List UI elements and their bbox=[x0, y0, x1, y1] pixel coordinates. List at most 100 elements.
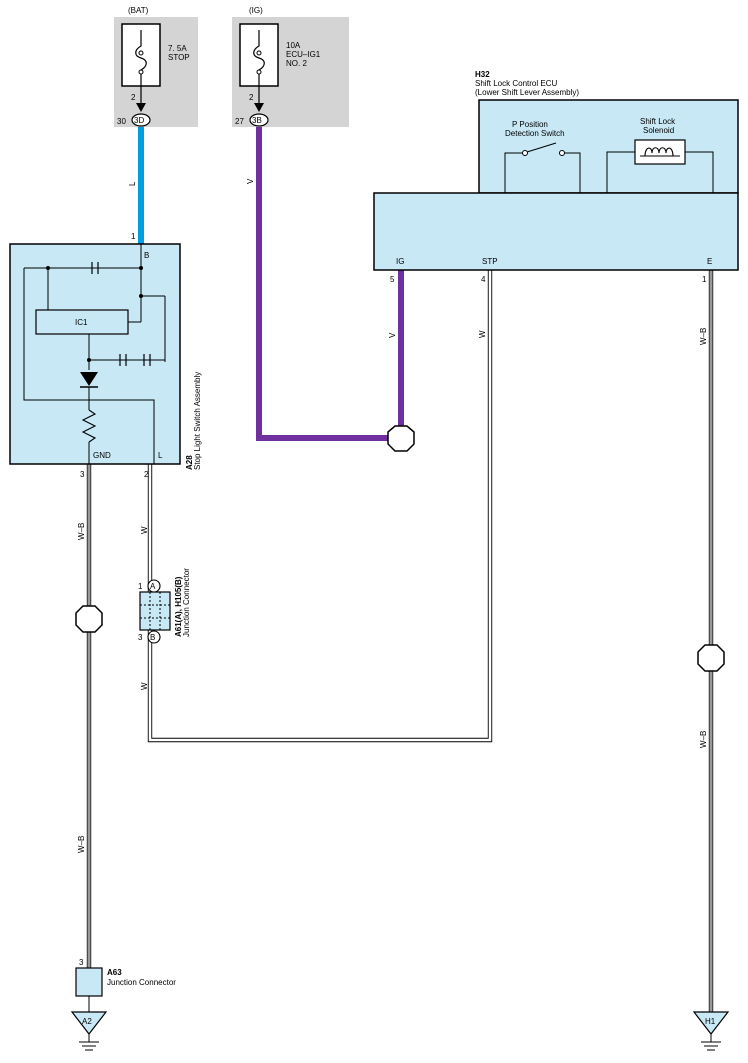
ecu-body bbox=[373, 192, 739, 271]
ground-icon bbox=[692, 1011, 730, 1035]
ecu-terminal-ig: IG bbox=[396, 257, 404, 266]
wire-violet-v: V V bbox=[246, 127, 415, 452]
switch-label-1: P Position bbox=[512, 120, 548, 129]
ecu-name: Shift Lock Control ECU bbox=[475, 79, 557, 88]
bat-conn-id: 3D bbox=[134, 116, 144, 125]
ig-conn-pin: 27 bbox=[235, 117, 244, 126]
junction-block bbox=[139, 591, 171, 631]
bat-fuse-name: STOP bbox=[168, 53, 190, 62]
solenoid-label-1: Shift Lock bbox=[640, 117, 676, 126]
fuse-icon bbox=[253, 30, 265, 86]
splice-point-icon bbox=[387, 425, 415, 452]
ecu-id: H32 bbox=[475, 70, 490, 79]
wire-white-w: W W W bbox=[140, 270, 493, 743]
bat-conn-pin: 30 bbox=[117, 117, 126, 126]
switch-assembly-body bbox=[9, 243, 181, 465]
connector-3d-icon bbox=[131, 113, 151, 127]
fuse-icon bbox=[135, 30, 147, 86]
a63-block bbox=[75, 967, 103, 997]
switch-contact-icon bbox=[522, 150, 528, 156]
ic1-label: IC1 bbox=[75, 318, 88, 327]
ground-icon bbox=[70, 1011, 108, 1035]
terminal-gnd-label: GND bbox=[93, 451, 111, 460]
connector-b-icon bbox=[147, 630, 161, 644]
wire-color-label: W bbox=[140, 526, 149, 534]
splice-point-icon bbox=[697, 644, 725, 672]
ground-a2-label: A2 bbox=[82, 1017, 92, 1026]
ig-fuse-amp: 10A bbox=[286, 41, 301, 50]
wire-color-label: W–B bbox=[699, 731, 708, 748]
ecu-terminal-stp: STP bbox=[482, 257, 498, 266]
fuse-terminal-icon bbox=[138, 69, 144, 75]
ground-a2: A2 bbox=[70, 1011, 108, 1051]
splice-point-icon bbox=[75, 605, 103, 633]
fuse-terminal-icon bbox=[138, 50, 144, 56]
wire-color-label: L bbox=[128, 181, 137, 186]
ig-header: (IG) bbox=[249, 6, 263, 15]
fuse-terminal-icon bbox=[256, 50, 262, 56]
switch-lever-icon bbox=[526, 142, 557, 153]
wire-color-label: V bbox=[388, 332, 397, 338]
switch-assembly-name: Stop Light Switch Assembly bbox=[193, 372, 202, 470]
ig-conn-id: 3B bbox=[252, 116, 262, 125]
ic1-block bbox=[35, 309, 129, 335]
wire-blue-l: L bbox=[128, 127, 144, 244]
terminal-gnd-pin: 3 bbox=[80, 470, 85, 479]
fuse-terminal-icon bbox=[256, 69, 262, 75]
junction-connector-a63: 3 A63 Junction Connector bbox=[75, 958, 176, 1012]
resistor-icon bbox=[81, 409, 97, 443]
wire-color-label: W–B bbox=[77, 836, 86, 853]
ecu-sub: (Lower Shift Lever Assembly) bbox=[475, 88, 579, 97]
ecu-pin-e: 1 bbox=[702, 275, 707, 284]
connector-a-icon bbox=[147, 579, 161, 593]
junction-connector-a61: A B 1 3 A61(A), H105(B) Junction Connect… bbox=[138, 568, 191, 644]
junction-bottom-id: B bbox=[150, 633, 155, 642]
terminal-l-label: L bbox=[158, 451, 163, 460]
junction-a61-name: Junction Connector bbox=[182, 568, 191, 637]
arrow-down-icon bbox=[136, 103, 146, 112]
solenoid-label-2: Solenoid bbox=[643, 126, 674, 135]
a63-name: Junction Connector bbox=[107, 978, 176, 987]
ig-source: (IG) 10A ECU–IG1 NO. 2 2 27 3B bbox=[232, 6, 349, 127]
switch-assembly-id: A28 bbox=[185, 455, 194, 470]
junction-top-id: A bbox=[150, 582, 156, 591]
stop-light-switch-assembly: 1 B IC1 GND L 3 2 A28 bbox=[9, 232, 202, 479]
ground-h1-label: H1 bbox=[705, 1017, 716, 1026]
switch-contact-icon bbox=[559, 150, 565, 156]
bat-fuse-amp: 7. 5A bbox=[168, 44, 187, 53]
wire-color-label: W bbox=[140, 682, 149, 690]
ecu-upper-panel bbox=[478, 99, 739, 194]
ground-h1: H1 bbox=[692, 1011, 730, 1051]
ig-fuse-pin: 2 bbox=[249, 93, 254, 102]
switch-label-2: Detection Switch bbox=[505, 129, 565, 138]
wire-wb-left: W–B W–B bbox=[75, 464, 103, 968]
bat-source: (BAT) 7. 5A STOP 2 30 3D bbox=[114, 6, 198, 127]
solenoid-box bbox=[634, 139, 686, 165]
wire-color-label: V bbox=[246, 178, 255, 184]
diode-icon bbox=[80, 372, 98, 386]
ecu-pin-ig: 5 bbox=[390, 275, 395, 284]
wire-color-label: W–B bbox=[77, 523, 86, 540]
junction-a61-id: A61(A), H105(B) bbox=[174, 576, 183, 637]
shift-lock-ecu: H32 Shift Lock Control ECU (Lower Shift … bbox=[373, 70, 739, 284]
bat-header: (BAT) bbox=[128, 6, 149, 15]
wire-color-label: W–B bbox=[699, 328, 708, 345]
wire-color-label: W bbox=[478, 330, 487, 338]
connector-3b-icon bbox=[249, 113, 269, 127]
junction-bottom-pin: 3 bbox=[138, 633, 143, 642]
ecu-pin-stp: 4 bbox=[481, 275, 486, 284]
ig-fuse-name-1: ECU–IG1 bbox=[286, 50, 321, 59]
terminal-b-label: B bbox=[144, 251, 149, 260]
a63-id: A63 bbox=[107, 968, 122, 977]
wire-wb-right: W–B W–B bbox=[697, 270, 725, 1012]
a63-pin: 3 bbox=[79, 958, 84, 967]
ecu-terminal-e: E bbox=[707, 257, 712, 266]
bat-fuse-pin: 2 bbox=[131, 93, 136, 102]
junction-top-pin: 1 bbox=[138, 582, 143, 591]
terminal-l-pin: 2 bbox=[144, 470, 149, 479]
terminal-b-pin: 1 bbox=[131, 232, 136, 241]
ig-fuse-name-2: NO. 2 bbox=[286, 59, 307, 68]
coil-icon bbox=[644, 147, 674, 157]
arrow-down-icon bbox=[254, 103, 264, 112]
